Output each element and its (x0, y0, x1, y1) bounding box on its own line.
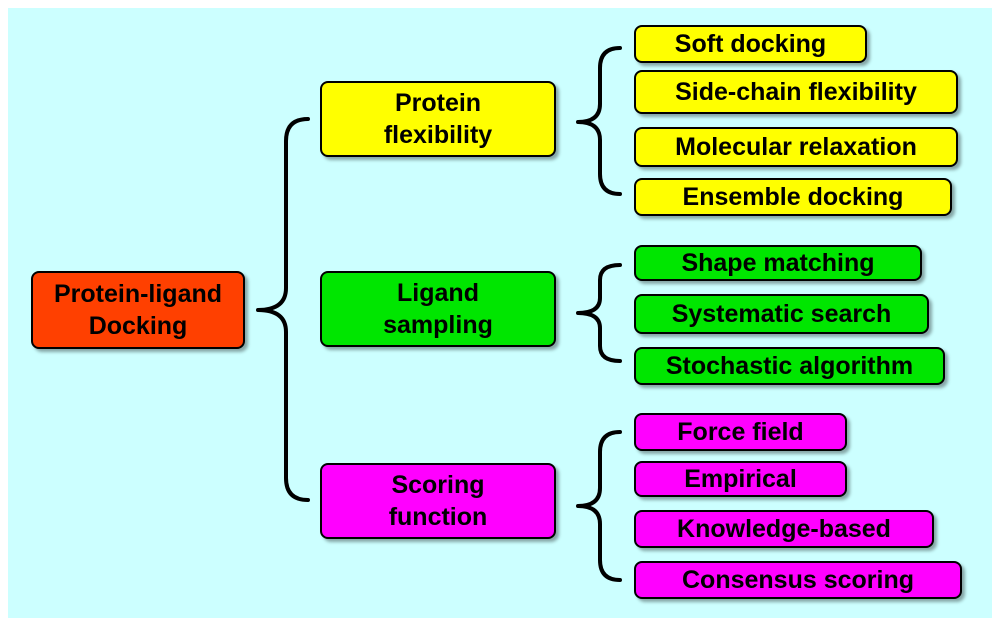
protein-bracket (576, 46, 622, 196)
branch-label-line2: flexibility (383, 121, 493, 149)
leaf-soft-docking: Soft docking (634, 25, 867, 63)
root-node: Protein-ligand Docking (31, 271, 245, 349)
leaf-label: Shape matching (681, 249, 875, 277)
leaf-label: Force field (677, 418, 804, 446)
leaf-empirical: Empirical (634, 461, 847, 497)
leaf-label: Systematic search (671, 300, 892, 328)
leaf-knowledge-based: Knowledge-based (634, 510, 934, 548)
leaf-label: Soft docking (674, 30, 827, 58)
branch-label-line1: Protein (394, 89, 482, 117)
leaf-label: Molecular relaxation (675, 133, 917, 161)
leaf-label: Knowledge-based (677, 515, 891, 543)
root-bracket (256, 117, 310, 502)
branch-label-line1: Ligand (397, 279, 479, 307)
leaf-force-field: Force field (634, 413, 847, 451)
branch-label-line2: function (388, 503, 488, 531)
root-line1: Protein-ligand (53, 280, 223, 308)
leaf-molecular-relaxation: Molecular relaxation (634, 127, 958, 167)
branch-scoring-function: Scoring function (320, 463, 556, 539)
leaf-ensemble-docking: Ensemble docking (634, 178, 952, 216)
branch-label-line1: Scoring (391, 471, 485, 499)
leaf-label: Consensus scoring (682, 566, 914, 594)
ligand-bracket (576, 263, 622, 363)
leaf-consensus-scoring: Consensus scoring (634, 561, 962, 599)
branch-label-line2: sampling (383, 311, 493, 339)
leaf-label: Side-chain flexibility (675, 78, 917, 106)
leaf-side-chain-flexibility: Side-chain flexibility (634, 70, 958, 114)
branch-protein-flexibility: Protein flexibility (320, 81, 556, 157)
root-line2: Docking (88, 312, 188, 340)
leaf-label: Ensemble docking (682, 183, 904, 211)
leaf-shape-matching: Shape matching (634, 245, 922, 281)
leaf-label: Empirical (684, 465, 797, 493)
branch-ligand-sampling: Ligand sampling (320, 271, 556, 347)
leaf-stochastic-algorithm: Stochastic algorithm (634, 347, 945, 385)
scoring-bracket (576, 430, 622, 582)
leaf-systematic-search: Systematic search (634, 294, 929, 334)
leaf-label: Stochastic algorithm (665, 352, 914, 380)
